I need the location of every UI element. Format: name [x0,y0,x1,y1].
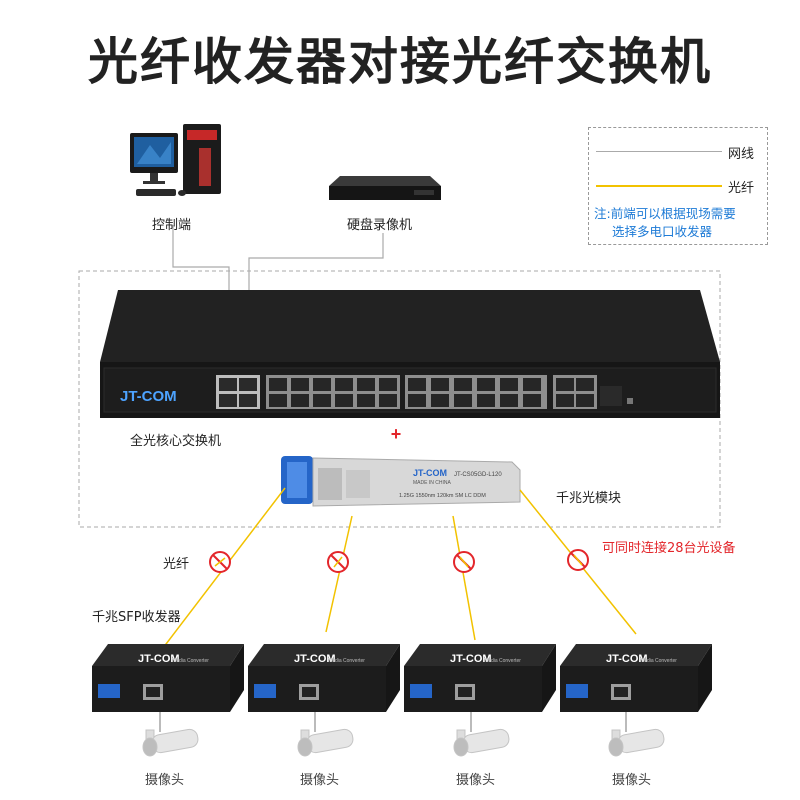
legend [588,127,768,245]
fiber-marker-inner [214,554,583,568]
transceiver-4-logo: JT-COM [606,653,648,665]
label-camera-3: 摄像头 [456,773,496,788]
module-made: MADE IN CHINA [413,480,451,486]
transceiver-3-text: Media Converter [484,658,521,664]
label-transceiver: 千兆SFP收发器 [92,610,181,625]
label-camera-4: 摄像头 [612,773,652,788]
label-connect-note: 可同时连接28台光设备 [602,541,736,556]
transceiver-1-text: Media Converter [172,658,209,664]
legend-cable-line [596,151,722,152]
label-module: 千兆光模块 [556,491,622,506]
page-title: 光纤收发器对接光纤交换机 [88,33,712,91]
legend-fiber-line [596,185,722,187]
transceiver-1-logo: JT-COM [138,653,180,665]
module-spec: 1.25G 1550nm 120km SM LC DDM [399,493,486,499]
label-fiber: 光纤 [163,557,190,572]
sfp-module-icon [281,456,521,507]
label-camera-1: 摄像头 [145,773,185,788]
legend-cable-label: 网线 [728,147,755,162]
legend-fiber-label: 光纤 [728,181,755,196]
switch-logo: JT-COM [120,388,177,405]
transceiver-2-logo: JT-COM [294,653,336,665]
nvr-icon [329,176,441,200]
core-frame [78,270,721,528]
transceiver-3-logo: JT-COM [450,653,492,665]
fiber-markers [209,549,589,573]
module-model: JT-CS05GD-L120 [454,472,502,478]
label-nvr: 硬盘录像机 [347,218,413,233]
legend-note-2: 选择多电口收发器 [612,224,713,239]
module-logo: JT-COM [413,468,447,478]
label-control-terminal: 控制端 [152,218,192,233]
fiber-lines [162,487,637,649]
transceiver-4-text: Media Converter [640,658,677,664]
plus-sign: + [391,424,402,444]
core-switch-icon [100,290,720,418]
transceiver-icons [92,644,712,712]
legend-note-1: 注:前端可以根据现场需要 [594,206,736,221]
camera-icons [142,712,665,757]
sfp-slots [269,378,594,407]
pc-icon [130,124,221,196]
transceiver-2-text: Media Converter [328,658,365,664]
label-camera-2: 摄像头 [300,773,340,788]
label-core-switch: 全光核心交换机 [130,434,222,449]
fiber-marker-slashes [212,552,586,570]
